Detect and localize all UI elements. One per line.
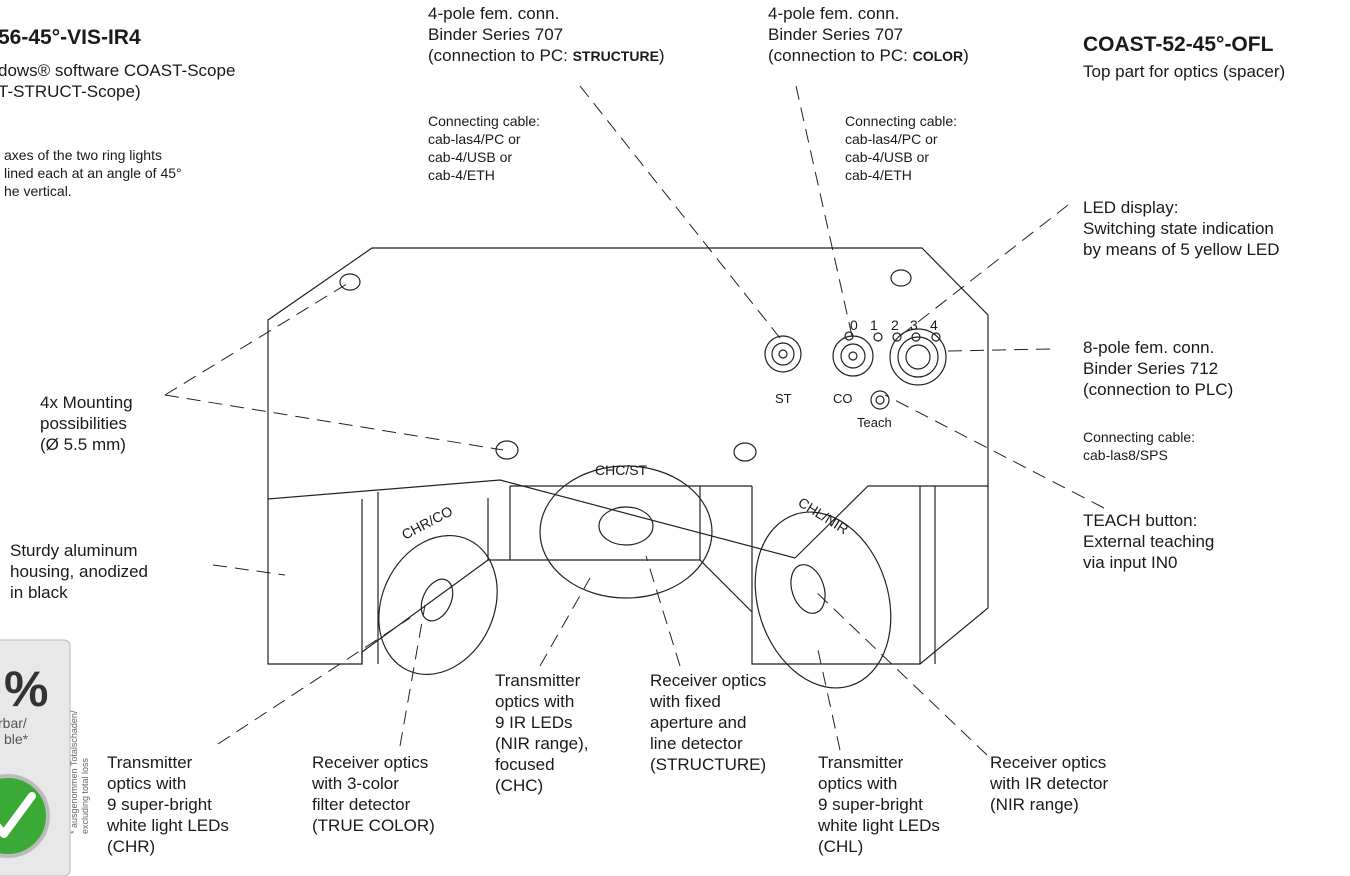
led-display-label: LED display: Switching state indication … xyxy=(1083,198,1280,259)
mounting-hole xyxy=(495,440,519,460)
connector-st-label: 4-pole fem. conn. Binder Series 707 (con… xyxy=(428,4,665,65)
mounting-label: 4x Mounting possibilities (Ø 5.5 mm) xyxy=(40,393,133,454)
left-software-text: dows® software COAST-Scope T-STRUCT-Scop… xyxy=(0,61,236,101)
port-co-label: CO xyxy=(833,391,853,406)
housing-label: Sturdy aluminum housing, anodized in bla… xyxy=(10,541,149,602)
led xyxy=(931,332,941,342)
plc-connector-cable: Connecting cable: cab-las8/SPS xyxy=(1083,429,1196,463)
quality-badge: % rbar/ ble* * ausgenommen Totalschaden/… xyxy=(0,639,90,876)
badge-text-1: rbar/ xyxy=(0,715,27,731)
rx-nir-label: Receiver optics with IR detector (NIR ra… xyxy=(990,753,1109,814)
right-product-subtitle: Top part for optics (spacer) xyxy=(1083,62,1286,81)
led-label-4: 4 xyxy=(930,317,938,333)
teach-button-label: TEACH button: External teaching via inpu… xyxy=(1083,511,1215,572)
rx-structure-label: Receiver optics with fixed aperture and … xyxy=(650,671,767,774)
tx-chr-label: Transmitter optics with 9 super-bright w… xyxy=(107,753,229,856)
connector-co-label: 4-pole fem. conn. Binder Series 707 (con… xyxy=(768,4,969,65)
connector-co xyxy=(832,335,874,377)
led xyxy=(911,332,921,342)
face-label-left: CHR/CO xyxy=(399,503,455,543)
optic-chl-inner xyxy=(790,564,826,614)
left-note-text: axes of the two ring lights lined each a… xyxy=(4,147,182,199)
face-label-center: CHC/ST xyxy=(595,462,648,478)
connector-co-cable: Connecting cable: cab-las4/PC or cab-4/U… xyxy=(845,113,958,183)
right-product-title: COAST-52-45°-OFL xyxy=(1083,33,1274,56)
tx-chc-label: Transmitter optics with 9 IR LEDs (NIR r… xyxy=(495,671,589,795)
housing-front-outline xyxy=(267,486,989,665)
teach-button-shape xyxy=(870,390,890,410)
optic-chr-inner xyxy=(420,578,454,622)
rx-color-label: Receiver optics with 3-color filter dete… xyxy=(312,753,435,835)
led-label-2: 2 xyxy=(891,317,899,333)
mounting-hole xyxy=(890,269,912,287)
plc-connector-label: 8-pole fem. conn. Binder Series 712 (con… xyxy=(1083,338,1234,399)
teach-label: Teach xyxy=(857,415,892,430)
optic-chc-outer xyxy=(539,465,713,599)
led-label-1: 1 xyxy=(870,317,878,333)
mounting-hole xyxy=(733,442,757,462)
led xyxy=(873,332,883,342)
tx-chl-label: Transmitter optics with 9 super-bright w… xyxy=(818,753,940,856)
badge-side-text-2: excluding total loss xyxy=(80,757,90,834)
connector-st xyxy=(764,335,802,373)
optic-chl-outer xyxy=(754,511,892,689)
led xyxy=(892,332,902,342)
led-label-0: 0 xyxy=(850,317,858,333)
leader-lines xyxy=(164,85,1105,756)
port-st-label: ST xyxy=(775,391,792,406)
badge-percent: % xyxy=(4,661,48,717)
badge-text-2: ble* xyxy=(4,731,29,747)
led-label-3: 3 xyxy=(910,317,918,333)
check-icon xyxy=(0,792,36,838)
housing-top-outline xyxy=(267,247,989,559)
left-product-title: 56-45°-VIS-IR4 xyxy=(0,26,141,49)
optic-chr-outer xyxy=(378,534,498,676)
connector-st-cable: Connecting cable: cab-las4/PC or cab-4/U… xyxy=(428,113,541,183)
optic-chc-inner xyxy=(598,506,654,546)
mounting-hole xyxy=(339,273,361,291)
connector-plc xyxy=(889,328,947,386)
badge-side-text-1: * ausgenommen Totalschaden/ xyxy=(69,710,79,834)
led xyxy=(844,331,854,341)
